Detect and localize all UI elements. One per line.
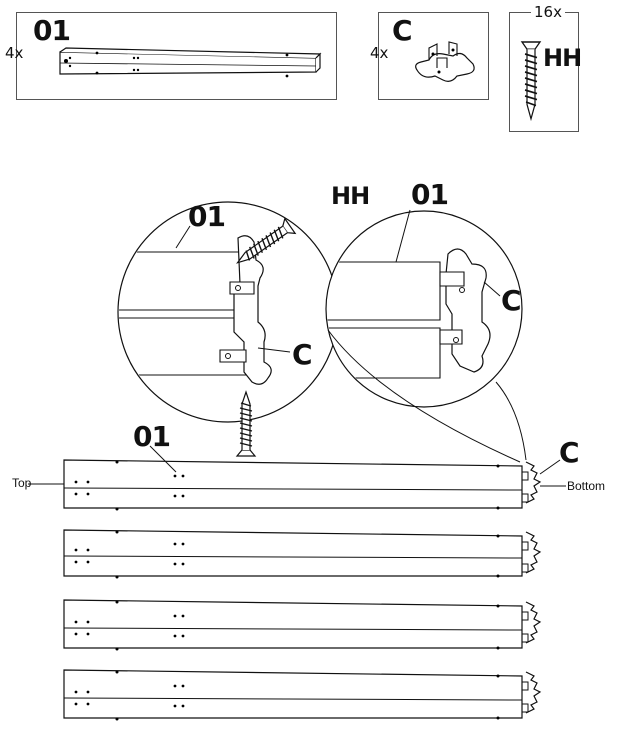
detail-left-bracket-label: C: [292, 338, 313, 371]
detail-circle-right: [325, 209, 527, 463]
leg-assembly-1: [28, 445, 566, 511]
detail-left-screw-label: HH: [331, 182, 370, 210]
main-part-label: 01: [133, 420, 171, 453]
detail-right-part-label: 01: [411, 178, 449, 211]
screw-part-qty: 16x: [531, 3, 565, 21]
leg-part-label: 01: [33, 14, 71, 47]
leg-part-qty: 4x: [5, 44, 24, 62]
leg-assembly-3: [63, 599, 541, 651]
screw-part-drawing: [521, 41, 541, 120]
detail-left-part-label: 01: [188, 200, 226, 233]
bracket-part-qty: 4x: [370, 44, 389, 62]
detail-circle-left: [117, 201, 339, 457]
top-label: Top: [12, 476, 32, 490]
bracket-part-drawing: [415, 41, 475, 82]
screw-part-label: HH: [543, 44, 582, 72]
bottom-label: Bottom: [567, 479, 606, 493]
main-bracket-label: C: [559, 436, 580, 469]
leg-assembly-4: [63, 669, 541, 721]
leg-part-drawing: [59, 47, 322, 78]
leg-assembly-2: [63, 529, 541, 579]
detail-right-bracket-label: C: [501, 284, 522, 317]
part-box-screw: [509, 12, 579, 132]
bracket-part-label: C: [392, 14, 413, 47]
